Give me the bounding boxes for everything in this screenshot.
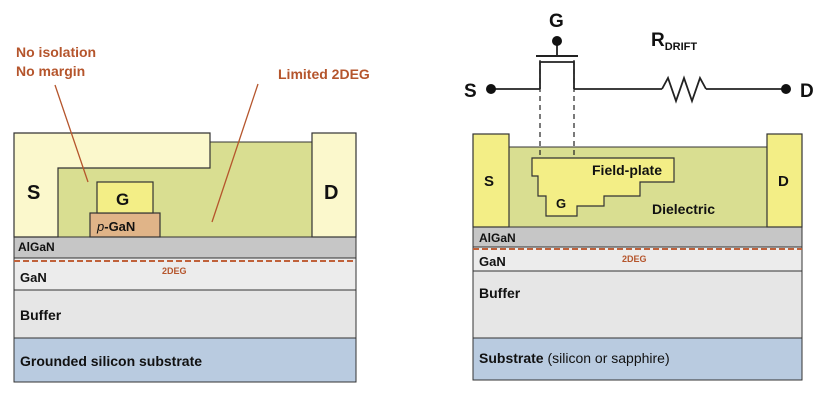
left-pgan-block xyxy=(89,212,161,238)
right-gate-fp-label: G xyxy=(556,196,566,211)
annotation-no-margin: No margin xyxy=(16,63,85,79)
left-algan-layer xyxy=(13,236,357,259)
circuit-schematic: G S D RDRIFT xyxy=(464,11,814,104)
circuit-drain-label: D xyxy=(800,81,814,102)
left-substrate-label: Grounded silicon substrate xyxy=(20,353,202,369)
resistor-symbol xyxy=(661,75,707,104)
left-drain-label: D xyxy=(324,182,338,204)
source-terminal xyxy=(486,84,496,94)
right-source-contact xyxy=(472,133,510,228)
left-gate-block xyxy=(96,181,154,214)
circuit-transistor-channel xyxy=(539,61,575,89)
left-drain-contact xyxy=(311,132,357,238)
right-algan-layer xyxy=(472,226,803,248)
right-drain-contact xyxy=(766,133,803,228)
circuit-resistor-label: RDRIFT xyxy=(651,30,697,53)
right-buffer-layer xyxy=(472,270,803,339)
left-buffer-label: Buffer xyxy=(20,307,62,323)
right-buffer-label: Buffer xyxy=(479,285,521,301)
left-gan-layer xyxy=(13,257,357,291)
drain-terminal xyxy=(781,84,791,94)
annotation-no-isolation: No isolation xyxy=(16,44,96,60)
right-device: S D Field-plate G Dielectric AlGaN GaN 2… xyxy=(472,60,803,381)
left-device: S D G p-GaN AlGaN GaN 2DEG Buffer Ground… xyxy=(13,44,370,383)
right-2deg-label: 2DEG xyxy=(622,254,647,264)
right-field-plate-gate xyxy=(531,157,675,217)
gate-terminal xyxy=(552,36,562,46)
left-gan-label: GaN xyxy=(20,270,47,285)
left-algan-label: AlGaN xyxy=(18,240,55,254)
left-source-label: S xyxy=(27,182,40,204)
right-algan-label: AlGaN xyxy=(479,231,516,245)
right-source-label: S xyxy=(484,173,494,190)
left-gate-label: G xyxy=(116,190,129,209)
left-buffer-layer xyxy=(13,289,357,339)
right-substrate-layer xyxy=(472,337,803,381)
right-gan-label: GaN xyxy=(479,254,506,269)
right-dielectric-label: Dielectric xyxy=(652,201,715,217)
annotation-no-margin-pointer xyxy=(54,84,89,183)
annotation-limited-2deg-pointer xyxy=(211,83,259,223)
left-source-contact xyxy=(13,132,211,238)
left-substrate-layer xyxy=(13,337,357,383)
left-pgan-label: p-GaN xyxy=(96,219,135,234)
right-drain-label: D xyxy=(778,173,789,190)
right-substrate-label: Substrate (silicon or sapphire) xyxy=(479,350,670,366)
right-field-plate-label: Field-plate xyxy=(592,162,662,178)
left-2deg-label: 2DEG xyxy=(162,266,187,276)
circuit-source-label: S xyxy=(464,81,477,102)
circuit-gate-label: G xyxy=(549,11,564,32)
annotation-limited-2deg: Limited 2DEG xyxy=(278,66,370,82)
